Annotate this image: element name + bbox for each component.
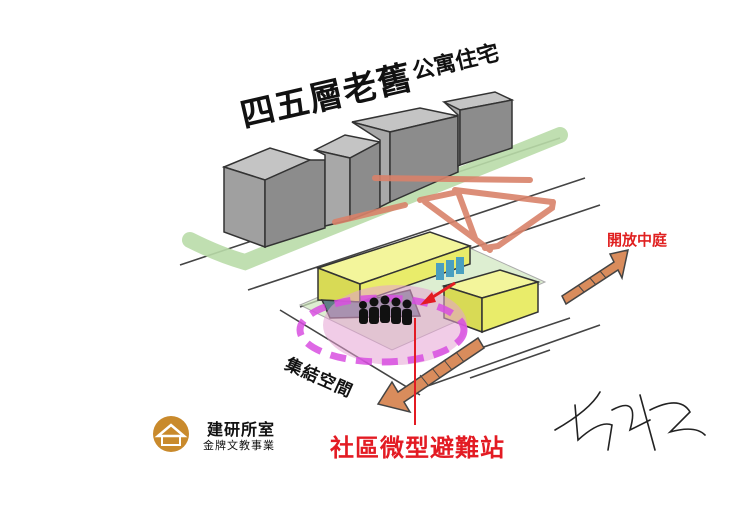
apartment-blocks: [221, 91, 515, 249]
house-logo-icon: [153, 416, 189, 452]
signature-icon: [554, 391, 706, 451]
label-station: 社區微型避難站: [330, 434, 505, 462]
gathering-circle-dash: [296, 294, 468, 366]
brand-name: 建研所室: [207, 420, 276, 439]
red-path: [332, 175, 556, 253]
people-icon: [359, 295, 412, 325]
brand-subtitle: 金牌文教事業: [203, 439, 275, 452]
green-path: [182, 127, 568, 271]
access-arrow-icon: [376, 249, 629, 414]
side-building: [441, 269, 541, 334]
label-open-courtyard: 開放中庭: [607, 231, 668, 249]
